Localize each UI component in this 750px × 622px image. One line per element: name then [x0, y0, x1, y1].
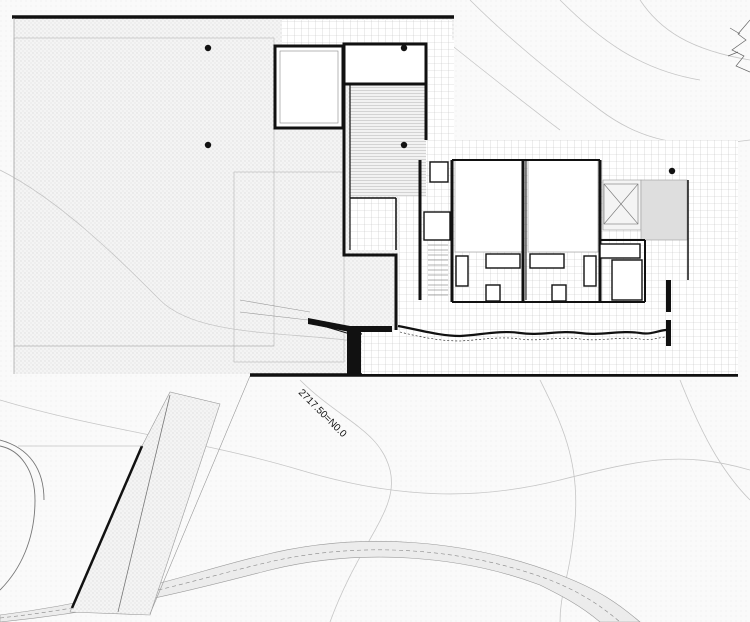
stair: [428, 244, 448, 296]
driveway-edge: [0, 439, 45, 591]
access-road: [0, 541, 641, 622]
bedroom-wing: [454, 159, 688, 253]
diagonal-ramp: [18, 375, 251, 616]
bathrooms: [423, 161, 643, 302]
columns: [204, 44, 676, 175]
plunge-pool: [273, 44, 345, 130]
east-wall-fins: [666, 280, 671, 346]
upper-room: [342, 42, 428, 86]
boundary-walls: [12, 15, 738, 377]
planter-edge: [397, 324, 667, 342]
wooden-deck: [350, 84, 426, 196]
entrance-canopy: [239, 299, 392, 374]
tree-icon: [727, 19, 750, 73]
building-walls: [342, 42, 689, 330]
skylight: [603, 183, 639, 225]
